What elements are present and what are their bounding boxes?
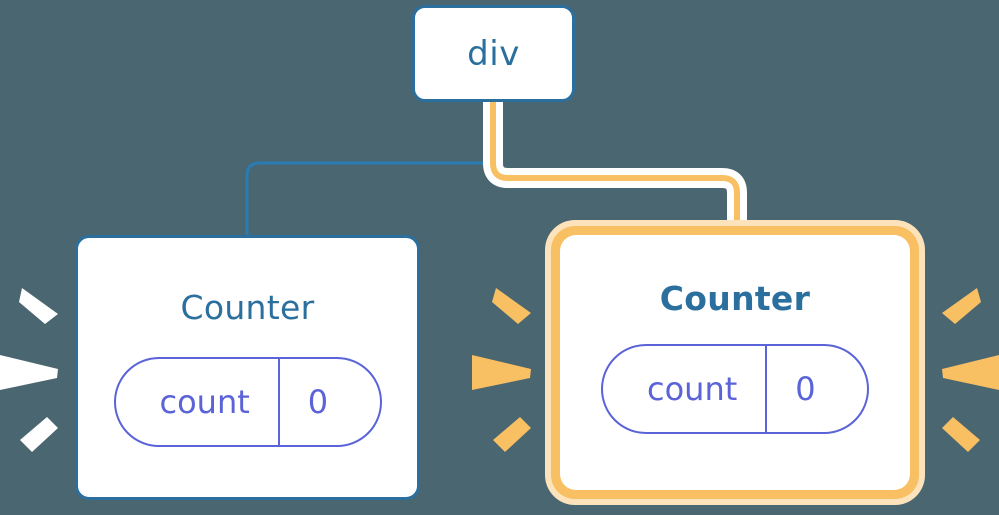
node-counter-left[interactable]: Counter count 0 <box>75 235 420 500</box>
rays-counter-right-left-side <box>472 288 531 452</box>
rays-counter-left <box>0 288 58 452</box>
state-pill-key-cell: count <box>603 346 765 432</box>
node-counter-right[interactable]: Counter count 0 <box>560 235 910 490</box>
state-pill-value-cell: 0 <box>277 359 368 445</box>
node-div[interactable]: div <box>412 5 575 102</box>
connector-div-to-counter-right <box>490 97 740 243</box>
ray-orange-right-top <box>942 288 981 324</box>
rays-counter-right-right-side <box>942 288 999 452</box>
node-counter-right-halo: Counter count 0 <box>545 220 925 505</box>
state-pill-counter-right[interactable]: count 0 <box>601 344 869 434</box>
node-counter-right-label: Counter <box>659 279 811 318</box>
ray-white-top <box>19 288 58 324</box>
state-value-label: 0 <box>795 370 816 408</box>
ray-orange-left-top <box>492 288 531 324</box>
ray-orange-left-middle <box>472 355 531 390</box>
node-counter-left-label: Counter <box>180 288 315 327</box>
node-div-label: div <box>467 33 520 74</box>
state-pill-counter-left[interactable]: count 0 <box>113 357 382 447</box>
state-key-label: count <box>159 383 250 421</box>
state-pill-value-cell: 0 <box>765 346 855 432</box>
ray-white-bottom <box>20 417 58 452</box>
state-value-label: 0 <box>307 383 329 421</box>
ray-orange-right-bottom <box>942 417 980 452</box>
state-key-label: count <box>647 370 738 408</box>
node-counter-right-border: Counter count 0 <box>551 226 919 499</box>
ray-white-middle <box>0 355 58 390</box>
state-pill-key-cell: count <box>116 359 278 445</box>
ray-orange-left-bottom <box>493 417 531 452</box>
ray-orange-right-middle <box>942 355 999 390</box>
